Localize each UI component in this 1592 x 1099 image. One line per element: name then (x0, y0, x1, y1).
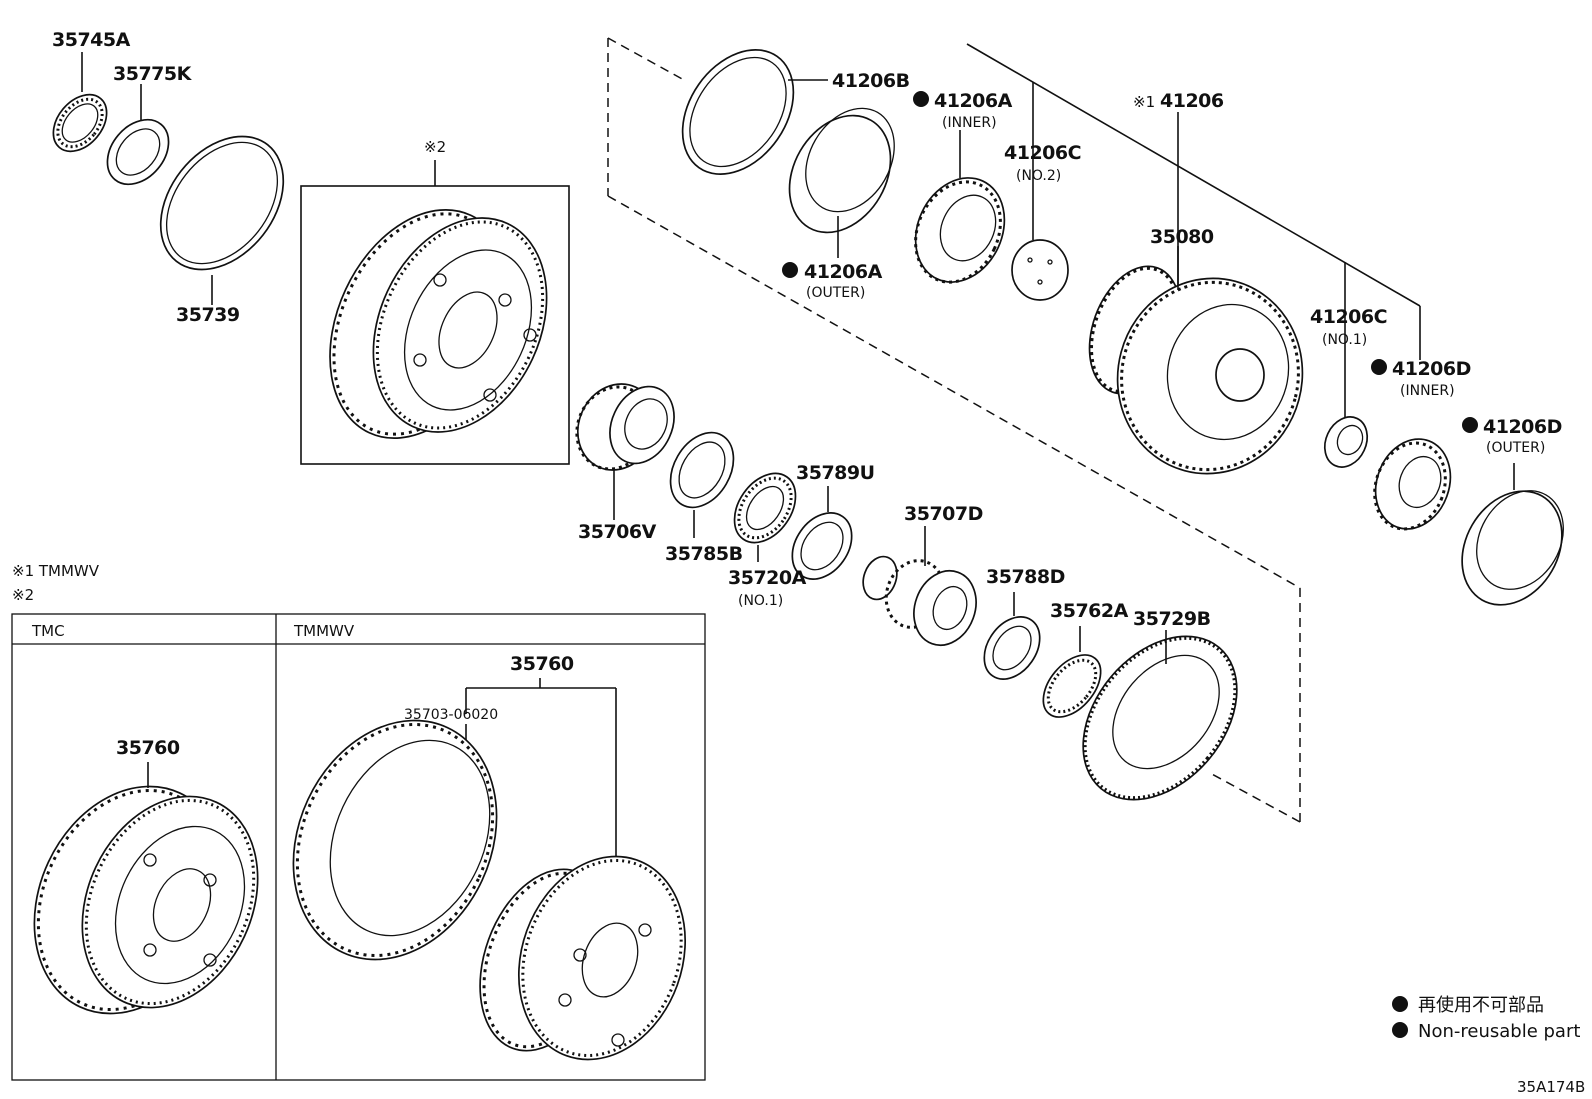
spacer-41206C-no2 (1011, 239, 1069, 301)
ring-gear-35729B (1082, 630, 1238, 801)
label-outer: (OUTER) (806, 285, 865, 301)
non-reusable-dot (1371, 359, 1387, 375)
label-35706V: 35706V (578, 521, 657, 543)
bearing-inner-41206A (914, 130, 1006, 284)
note-2: ※2 (12, 586, 34, 604)
bearing-inner-41206D (1373, 438, 1452, 531)
ref-2-box: ※2 (424, 138, 446, 156)
label-35760-tmmwv: 35760 (510, 653, 574, 675)
assembly-dashed-boundary (607, 37, 1301, 823)
part-labels: 35745A 35775K 35739 ※2 41206B 41206A (IN… (52, 29, 1562, 630)
label-41206D-outer: 41206D (1483, 416, 1562, 438)
label-no2: (NO.2) (1016, 168, 1061, 184)
label-41206C-no1: 41206C (1310, 306, 1387, 328)
spacer-41206C-no1 (1323, 416, 1369, 468)
carrier-tmmwv-35760: 35760 35703-06020 (292, 653, 687, 1061)
note-1: ※1 TMMWV (12, 562, 100, 580)
label-no1-b: (NO.1) (738, 593, 783, 609)
label-35729B: 35729B (1133, 608, 1211, 630)
thrust-bearing-35720A (733, 472, 797, 562)
carrier-tmc-35760: 35760 (33, 737, 259, 1015)
non-reusable-dot (782, 262, 798, 278)
label-inner: (INNER) (942, 115, 997, 131)
label-35745A: 35745A (52, 29, 131, 51)
bearing-outer-race-41206A (788, 107, 895, 258)
label-41206D-inner: 41206D (1392, 358, 1471, 380)
race-41206B (681, 49, 828, 175)
label-41206B: 41206B (832, 70, 910, 92)
label-35720A: 35720A (728, 567, 807, 589)
label-35760-tmc: 35760 (116, 737, 180, 759)
thrust-washer-35789U (791, 486, 853, 580)
label-no1: (NO.1) (1322, 332, 1367, 348)
label-35703-06020: 35703-06020 (404, 707, 498, 723)
label-35762A: 35762A (1050, 600, 1129, 622)
intermediate-shaft-35707D (862, 526, 977, 647)
label-35739: 35739 (176, 304, 240, 326)
thrust-washer-35788D (983, 592, 1041, 680)
variant-table: TMC TMMWV 35760 35760 35703-06020 (11, 613, 706, 1081)
ref-1-mark: ※1 (1133, 93, 1155, 111)
bearing-outer-race-41206D (1461, 463, 1564, 606)
non-reusable-dot (1462, 417, 1478, 433)
table-col-tmmwv: TMMWV (293, 622, 355, 640)
legend-dot-en (1392, 1022, 1408, 1038)
table-col-tmc: TMC (31, 622, 65, 640)
planetary-carrier-box (300, 160, 570, 465)
diagram-id: 35A174B (1517, 1078, 1585, 1096)
non-reusable-dot (913, 91, 929, 107)
label-35080: 35080 (1150, 226, 1214, 248)
label-35788D: 35788D (986, 566, 1065, 588)
counter-gear-35080 (1088, 246, 1304, 475)
label-41206: 41206 (1160, 90, 1224, 112)
legend: 再使用不可部品 Non-reusable part (1392, 995, 1580, 1042)
label-35785B: 35785B (665, 543, 743, 565)
label-inner-2: (INNER) (1400, 383, 1455, 399)
legend-dot-jp (1392, 996, 1408, 1012)
label-41206C-no2: 41206C (1004, 142, 1081, 164)
label-41206A-outer: 41206A (804, 261, 883, 283)
label-35707D: 35707D (904, 503, 983, 525)
thrust-washer-35785B (669, 431, 735, 538)
label-35775K: 35775K (113, 63, 193, 85)
thrust-washer-35775K (106, 84, 170, 186)
legend-jp: 再使用不可部品 (1418, 995, 1544, 1016)
snap-ring-35739 (159, 135, 285, 305)
thrust-bearing-35762A (1042, 626, 1102, 718)
label-outer-2: (OUTER) (1486, 440, 1545, 456)
label-35789U: 35789U (796, 462, 875, 484)
notes: ※1 TMMWV ※2 (12, 562, 100, 604)
label-41206A-inner: 41206A (934, 90, 1013, 112)
sun-gear-35706V (575, 383, 675, 520)
thrust-bearing-35745A (52, 52, 108, 153)
legend-en: Non-reusable part (1418, 1021, 1580, 1042)
